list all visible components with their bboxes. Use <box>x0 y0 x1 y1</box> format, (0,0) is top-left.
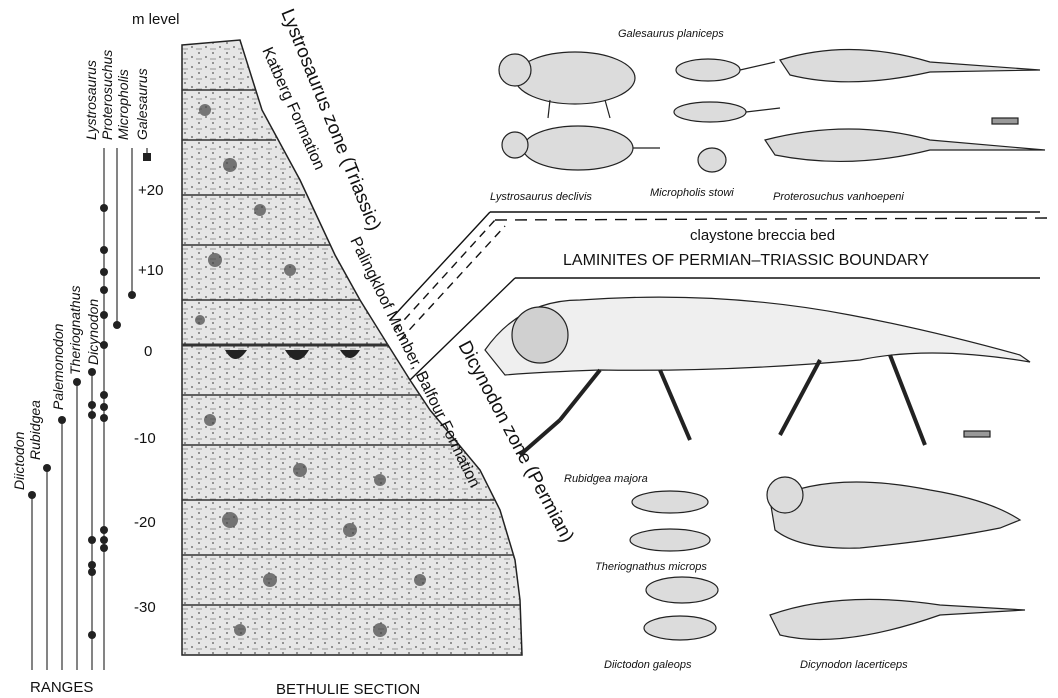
caption-lystrosaurus: Lystrosaurus declivis <box>490 191 592 203</box>
taxon-label: Lystrosaurus <box>83 60 99 140</box>
skeleton-illustrations <box>485 49 1045 640</box>
theriognathus-skeleton-2 <box>630 529 710 551</box>
diictodon-skeleton-1 <box>646 577 718 603</box>
caption-micropholis: Micropholis stowi <box>650 187 734 199</box>
taxon-label: Proterosuchus <box>99 50 115 140</box>
axis-tick-label: -20 <box>134 514 156 531</box>
axis-tick-label: -30 <box>134 599 156 616</box>
lystrosaurus-top-skeleton <box>502 126 660 170</box>
axis-tick-label: +10 <box>138 262 163 279</box>
taxon-label: Micropholis <box>115 69 131 140</box>
rubidgea-skeleton <box>485 297 1030 455</box>
caption-theriognathus: Theriognathus microps <box>595 561 707 573</box>
caption-rubidgea: Rubidgea majora <box>564 473 648 485</box>
caption-galesaurus: Galesaurus planiceps <box>618 28 724 40</box>
lystrosaurus-side-skeleton <box>499 52 635 118</box>
micropholis-skeleton <box>698 148 726 172</box>
caption-diictodon: Diictodon galeops <box>604 659 692 671</box>
caption-dicynodon: Dicynodon lacerticeps <box>800 659 908 671</box>
breccia-bed-label: claystone breccia bed <box>690 227 835 244</box>
caption-proterosuchus: Proterosuchus vanhoepeni <box>773 191 904 203</box>
theriognathus-skeleton-1 <box>632 491 708 513</box>
taxon-label: Diictodon <box>11 431 27 490</box>
axis-tick-label: 0 <box>144 343 152 360</box>
axis-tick-label: -10 <box>134 430 156 447</box>
proterosuchus-top-skeleton <box>765 129 1045 161</box>
section-title: BETHULIE SECTION <box>276 681 420 698</box>
ranges-label: RANGES <box>30 679 93 696</box>
taxon-label: Theriognathus <box>67 285 83 375</box>
proterosuchus-side-skeleton <box>780 49 1040 81</box>
dicynodon-top-skeleton <box>770 599 1025 639</box>
taxon-label: Rubidgea <box>27 400 43 460</box>
axis-title: m level <box>132 11 180 28</box>
dicynodon-side-skeleton <box>767 477 1020 548</box>
taxon-label: Palemonodon <box>50 323 66 410</box>
taxon-label: Galesaurus <box>134 68 150 140</box>
galesaurus-skeleton-1 <box>676 59 775 81</box>
taxon-label: Dicynodon <box>85 299 101 365</box>
range-chart: m level +20 +10 0 -10 -20 -30 RANGES Lys… <box>11 11 180 696</box>
laminites-label: LAMINITES OF PERMIAN–TRIASSIC BOUNDARY <box>563 252 929 269</box>
galesaurus-skeleton-2 <box>674 102 780 122</box>
diictodon-skeleton-2 <box>644 616 716 640</box>
scale-bar-lower <box>964 431 990 437</box>
axis-tick-label: +20 <box>138 182 163 199</box>
scale-bar-upper <box>992 118 1018 124</box>
